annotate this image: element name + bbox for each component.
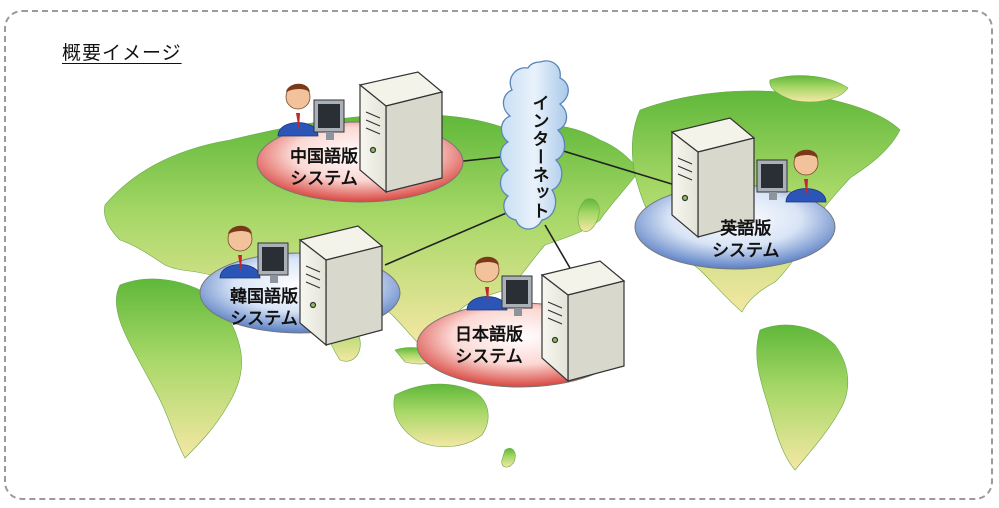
server-english — [670, 117, 756, 239]
server-korean — [298, 225, 384, 347]
map-new-zealand — [501, 448, 516, 468]
node-japanese-label: 日本語版 システム — [455, 324, 523, 368]
node-english-line2: システム — [712, 241, 780, 261]
page-title: 概要イメージ — [62, 42, 182, 64]
link-english — [559, 149, 676, 186]
map-australia — [393, 383, 489, 447]
server-chinese — [358, 71, 444, 194]
node-chinese-line1: 中国語版 — [290, 147, 358, 167]
map-greenland — [769, 75, 849, 103]
link-japanese — [544, 224, 571, 269]
node-english-line1: 英語版 — [720, 219, 772, 239]
node-chinese-line2: システム — [290, 169, 358, 189]
operator-english — [756, 149, 827, 203]
operator-japanese — [466, 256, 533, 316]
node-korean-line1: 韓国語版 — [230, 287, 298, 307]
operator-chinese — [277, 83, 345, 140]
link-korean — [384, 204, 526, 266]
map-japan — [577, 198, 600, 232]
diagram-frame — [4, 10, 993, 500]
map-south-america — [756, 324, 849, 471]
node-korean-label: 韓国語版 システム — [230, 286, 298, 330]
node-japanese-line2: システム — [455, 347, 523, 367]
server-japanese — [540, 260, 626, 383]
internet-label: インターネット — [528, 94, 549, 220]
node-japanese-line1: 日本語版 — [455, 325, 523, 345]
internet-cloud — [499, 60, 569, 230]
node-english-label: 英語版 システム — [712, 218, 780, 262]
node-chinese-label: 中国語版 システム — [290, 146, 358, 190]
node-korean-line2: システム — [230, 309, 298, 329]
operator-korean — [219, 225, 289, 283]
